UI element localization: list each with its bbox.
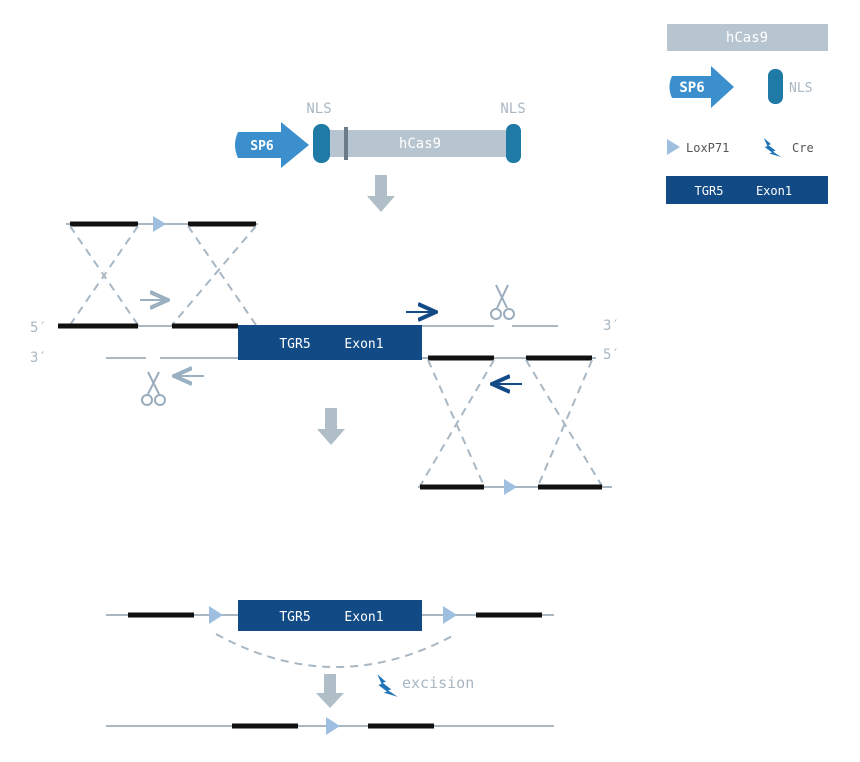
construct-nls-right-label: NLS	[500, 101, 525, 117]
legend-tgr5-label: TGR5	[695, 184, 724, 198]
hcas9-linker-mark	[344, 127, 348, 160]
step-arrow-2	[317, 408, 345, 445]
three-prime-right-label: 3′	[603, 318, 620, 334]
legend-exon-label: Exon1	[756, 184, 792, 198]
legend-loxp-icon	[667, 139, 680, 155]
exon1-label: Exon1	[344, 337, 383, 352]
legend-cre-icon	[763, 137, 782, 158]
cas9-construct: NLS NLS SP6 hCas9	[235, 101, 526, 168]
floxed-tgr5-exon1-box	[238, 600, 422, 631]
excision-label: excision	[402, 674, 474, 692]
crossover-left	[69, 225, 257, 326]
tgr5-exon1-box	[238, 325, 422, 360]
floxed-exon1-label: Exon1	[344, 610, 383, 625]
legend-nls-symbol	[768, 69, 783, 104]
nls-right-symbol	[506, 124, 521, 163]
excision-dashed-arc	[215, 633, 457, 668]
construct-nls-left-label: NLS	[306, 101, 331, 117]
floxed-allele: TGR5 Exon1	[106, 600, 554, 668]
three-prime-left-label: 3′	[30, 350, 47, 366]
legend-tgr5-box	[666, 176, 828, 204]
legend-cre-label: Cre	[792, 141, 814, 155]
loxp-site-left	[153, 216, 166, 232]
step-arrow-1	[367, 175, 395, 212]
five-prime-left-label: 5′	[30, 320, 47, 336]
targeting-region: 5′ 3′ 3′ 5′ TGR5 Exon1	[30, 216, 620, 495]
legend-hcas9-label: hCas9	[726, 30, 768, 46]
loxp-site-floxed-left	[209, 606, 223, 624]
cre-icon	[377, 674, 398, 697]
tgr5-label: TGR5	[279, 337, 310, 352]
legend-nls-label: NLS	[789, 81, 812, 96]
hcas9-bar	[320, 130, 518, 157]
step-arrow-3	[316, 674, 344, 708]
loxp-site-right	[504, 479, 517, 495]
loxp-site-remaining	[326, 717, 340, 735]
floxed-tgr5-label: TGR5	[279, 610, 310, 625]
legend-hcas9-bar	[667, 24, 828, 51]
loxp-site-floxed-right	[443, 606, 457, 624]
sp6-promoter-arrow	[235, 122, 309, 168]
sp6-label: SP6	[250, 139, 274, 154]
hcas9-label: hCas9	[399, 136, 441, 152]
crossover-right	[419, 359, 603, 487]
legend-loxp-label: LoxP71	[686, 141, 729, 155]
legend: hCas9 SP6 NLS LoxP71 Cre TGR5 Exon1	[666, 24, 828, 204]
legend-sp6-label: SP6	[679, 80, 704, 96]
nls-left-symbol	[313, 124, 330, 163]
scissors-icon	[490, 284, 515, 320]
legend-sp6-arrow	[669, 66, 734, 108]
five-prime-right-label: 5′	[603, 347, 620, 363]
scissors-icon	[141, 371, 166, 406]
excised-allele	[106, 717, 554, 735]
